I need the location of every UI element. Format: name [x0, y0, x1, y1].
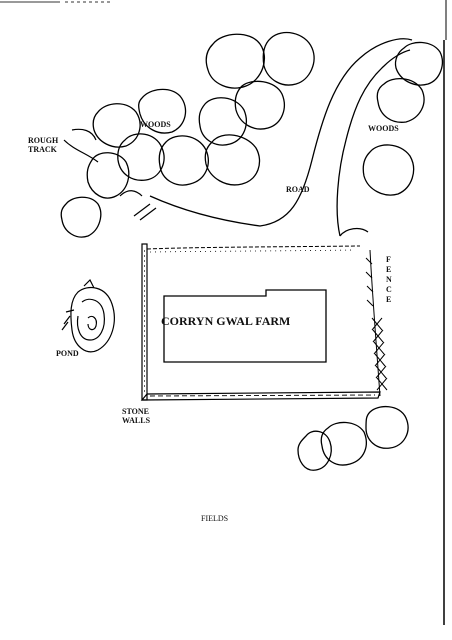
- right-fence: [369, 249, 381, 397]
- fields-label: FIELDS: [201, 514, 228, 523]
- tree: [362, 144, 415, 196]
- farm-label: CORRYN GWAL FARM: [161, 314, 290, 328]
- fence-label-letter: C: [386, 285, 392, 294]
- tree: [198, 97, 247, 146]
- farm-building: [163, 289, 327, 363]
- pond: [61, 278, 115, 353]
- tree: [86, 152, 130, 199]
- tree: [376, 78, 425, 123]
- trees-bottom-right: [297, 406, 409, 471]
- fence-label-letter: E: [386, 295, 391, 304]
- tree: [117, 133, 165, 181]
- page-edge-lines: [443, 0, 447, 625]
- rough-track-label-line2: TRACK: [28, 145, 58, 154]
- stone-walls-label-line1: STONE: [122, 407, 149, 416]
- fence-label-letter: F: [386, 255, 391, 264]
- tree: [204, 134, 261, 186]
- woods-left-trees: [60, 31, 315, 238]
- rough-track: [63, 128, 157, 221]
- fence-label-letter: N: [386, 275, 392, 284]
- top-boundary: [146, 245, 361, 250]
- pond-label: POND: [56, 349, 79, 358]
- rough-track-label-line1: ROUGH: [28, 136, 59, 145]
- tree: [205, 33, 265, 89]
- road: [149, 38, 413, 237]
- tree: [297, 430, 332, 471]
- tree: [394, 41, 443, 86]
- woods-right-trees: [362, 41, 443, 196]
- tree: [158, 135, 209, 186]
- tree: [365, 406, 409, 449]
- tree: [138, 88, 187, 134]
- tree: [320, 421, 367, 466]
- farm-boundary: [140, 243, 388, 401]
- stone-walls-label-line2: WALLS: [122, 416, 151, 425]
- tree: [60, 196, 102, 238]
- woods-right-label: WOODS: [368, 124, 399, 133]
- woods-left-label: WOODS: [140, 120, 171, 129]
- tree: [262, 31, 315, 86]
- road-label: ROAD: [286, 185, 310, 194]
- tree: [234, 80, 285, 130]
- tree: [92, 103, 141, 148]
- fence-label-letter: E: [386, 265, 391, 274]
